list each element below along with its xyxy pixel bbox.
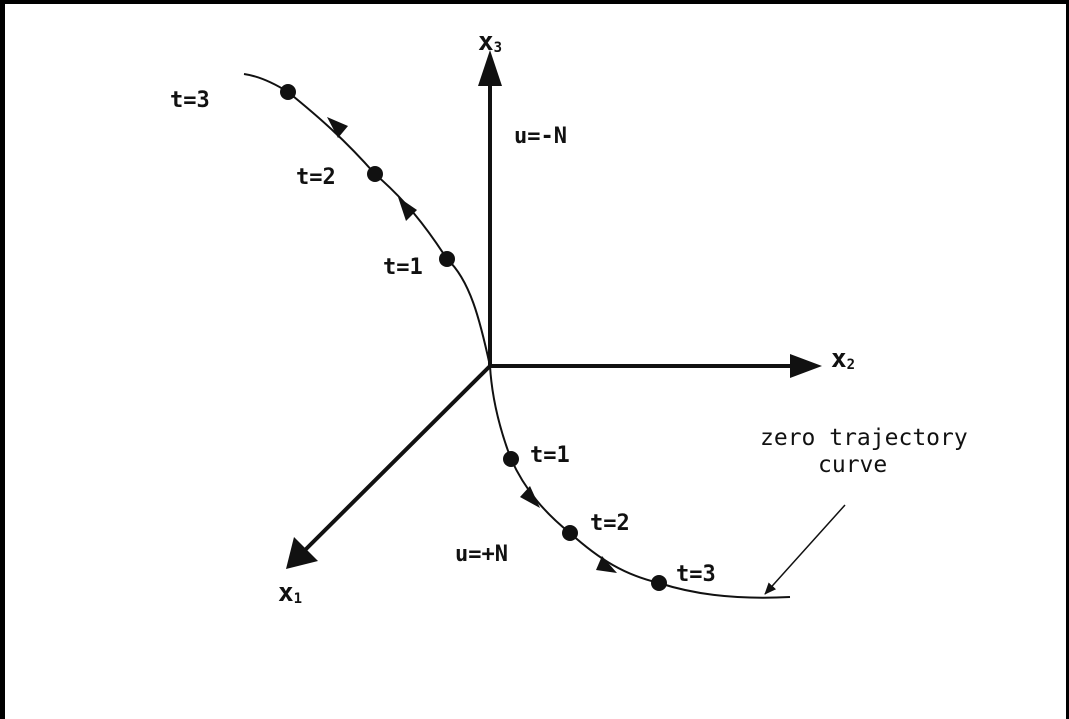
x1-axis-arrowhead bbox=[286, 537, 318, 569]
lower-point-t1 bbox=[503, 451, 519, 467]
annotation-pointer bbox=[764, 504, 846, 595]
upper-control-label: u=-N bbox=[514, 124, 567, 149]
lower-point-t3 bbox=[651, 575, 667, 591]
upper-time-label-1: t=1 bbox=[383, 255, 423, 280]
upper-direction-arrow-1 bbox=[398, 197, 417, 221]
upper-trajectory-curve bbox=[243, 73, 491, 367]
annotation-line-2: curve bbox=[818, 452, 887, 478]
lower-trajectory-curve bbox=[489, 365, 791, 599]
lower-time-label-1: t=1 bbox=[530, 443, 570, 468]
lower-direction-arrow-1 bbox=[520, 486, 540, 508]
upper-point-t2 bbox=[367, 166, 383, 182]
lower-time-label-2: t=2 bbox=[590, 511, 630, 536]
lower-point-t2 bbox=[562, 525, 578, 541]
lower-direction-arrow-2 bbox=[596, 556, 617, 573]
lower-time-label-3: t=3 bbox=[676, 562, 716, 587]
upper-time-label-2: t=2 bbox=[296, 165, 336, 190]
x1-axis bbox=[291, 364, 492, 564]
x3-axis-label: x3 bbox=[478, 27, 502, 57]
x3-axis-arrowhead bbox=[478, 50, 502, 86]
lower-control-label: u=+N bbox=[455, 542, 508, 567]
x2-axis-label: x2 bbox=[831, 344, 855, 374]
upper-point-t1 bbox=[439, 251, 455, 267]
x1-axis-label: x1 bbox=[278, 578, 302, 608]
annotation-line-1: zero trajectory bbox=[760, 425, 968, 451]
x2-axis-arrowhead bbox=[790, 354, 822, 378]
upper-direction-arrow-2 bbox=[327, 117, 348, 138]
upper-time-label-3: t=3 bbox=[170, 88, 210, 113]
upper-point-t3 bbox=[280, 84, 296, 100]
